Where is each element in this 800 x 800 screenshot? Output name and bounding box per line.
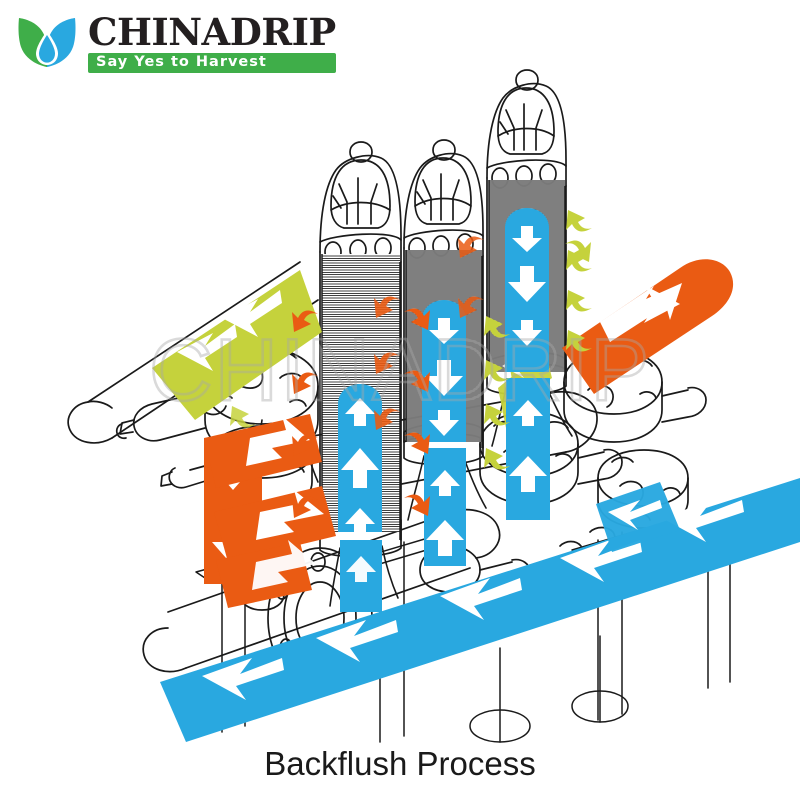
flow-outlet-manifold (160, 478, 800, 742)
flow-vessel-down-column (340, 540, 382, 612)
flow-rear-down-column (506, 378, 550, 520)
page-title: Backflush Process (264, 745, 536, 782)
flow-vessel-middle-down (422, 300, 466, 442)
flow-drain-lower (216, 540, 316, 608)
brand-name: CHINADRIP (88, 9, 336, 54)
flow-middle-down-column (424, 448, 466, 566)
flow-inlet-manifold (152, 270, 322, 420)
flow-outlet-branch (596, 482, 680, 552)
flow-drain-outlet (562, 259, 734, 394)
brand-wordmark: CHINADRIP Say Yes to Harvest (88, 9, 336, 73)
watermark: CHINADRIP (148, 319, 651, 421)
svg-text:CHINADRIP: CHINADRIP (149, 320, 651, 419)
disc-filtering-arrows (230, 210, 592, 470)
two-leaves-water-drop-icon (16, 14, 78, 72)
brand-tagline-banner: Say Yes to Harvest (88, 52, 336, 73)
brand-logo: CHINADRIP Say Yes to Harvest (16, 12, 336, 74)
brand-tagline: Say Yes to Harvest (96, 53, 267, 70)
flow-vessel-front-up (338, 384, 382, 532)
flow-vessel-rear-down (505, 208, 549, 372)
flow-drain-diagonal (204, 414, 336, 562)
disc-release-arrows (292, 236, 484, 518)
